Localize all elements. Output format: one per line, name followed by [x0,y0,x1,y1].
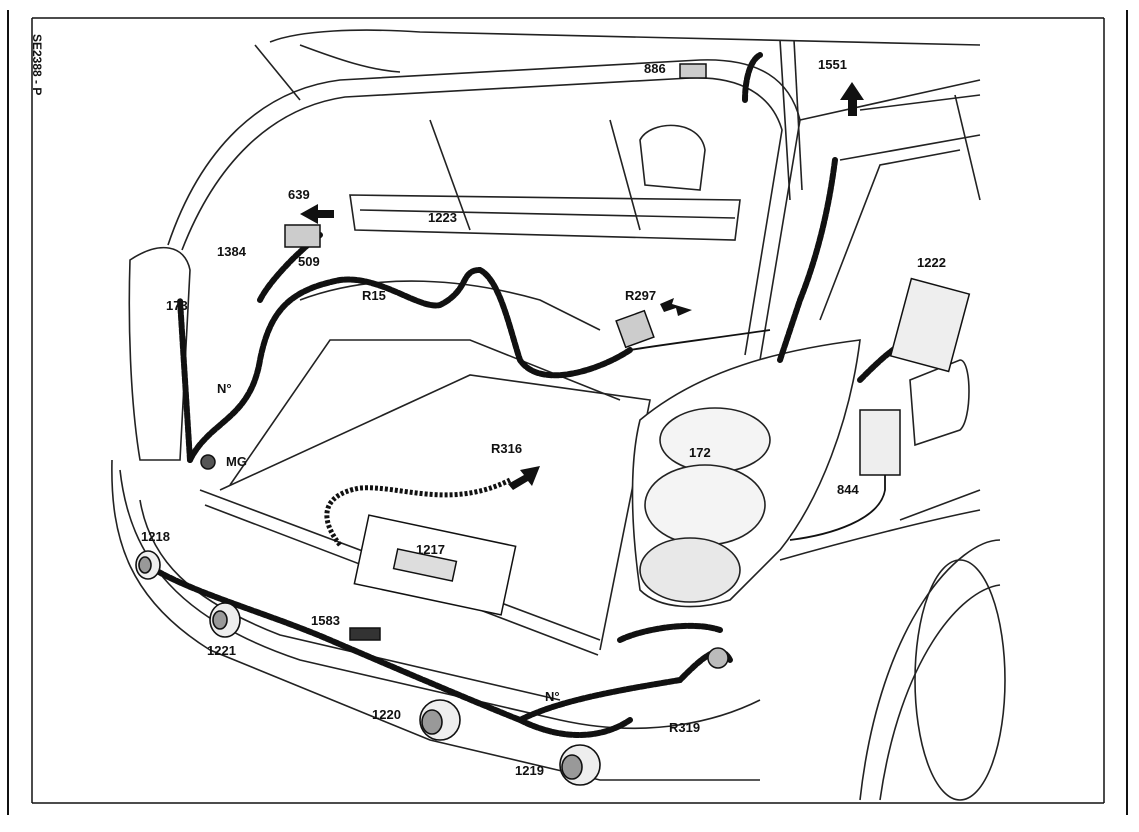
arrow-r297 [660,298,692,316]
connector-886 [679,63,707,79]
label-1583: 1583 [311,613,340,628]
figure-reference: SE2388 - P [30,34,44,96]
connector-509 [284,224,321,248]
ground-mg [200,454,216,470]
connector-1222 [889,277,971,373]
direction-arrows [300,82,864,490]
label-r297: R297 [625,288,657,303]
label-1218: 1218 [141,529,170,544]
label-1222: 1222 [917,255,946,270]
connector-r297 [615,309,655,349]
label-r316: R316 [491,441,523,456]
label-mg: MG [226,454,247,469]
label-1384: 1384 [217,244,246,259]
sensor-1219 [559,744,601,786]
label-844: 844 [837,482,859,497]
thin-wires [629,329,886,541]
label-1221: 1221 [207,643,236,658]
sensor-1218 [135,550,161,580]
label-509: 509 [298,254,320,269]
connector-1583 [349,627,381,641]
label-886: 886 [644,61,666,76]
arrow-1551 [840,82,864,116]
label-1217: 1217 [416,542,445,557]
label-r15: R15 [362,288,386,303]
sensor-1220 [419,699,461,741]
label-1219: 1219 [515,763,544,778]
arrow-r316 [508,466,540,490]
unit-844 [859,409,901,476]
frame-borders [7,10,1128,815]
label-1220: 1220 [372,707,401,722]
label-639: 639 [288,187,310,202]
grommet-r319 [707,647,729,669]
label-1223: 1223 [428,210,457,225]
label-172: 172 [689,445,711,460]
components [200,63,971,669]
label-n-2: N° [545,689,560,704]
label-r319: R319 [669,720,701,735]
right-tail-lamp [631,339,861,608]
label-n-1: N° [217,381,232,396]
label-173: 173 [166,298,188,313]
label-1551: 1551 [818,57,847,72]
sensor-1221 [209,602,241,638]
arrow-639 [300,204,334,224]
parking-sensors [135,550,601,786]
